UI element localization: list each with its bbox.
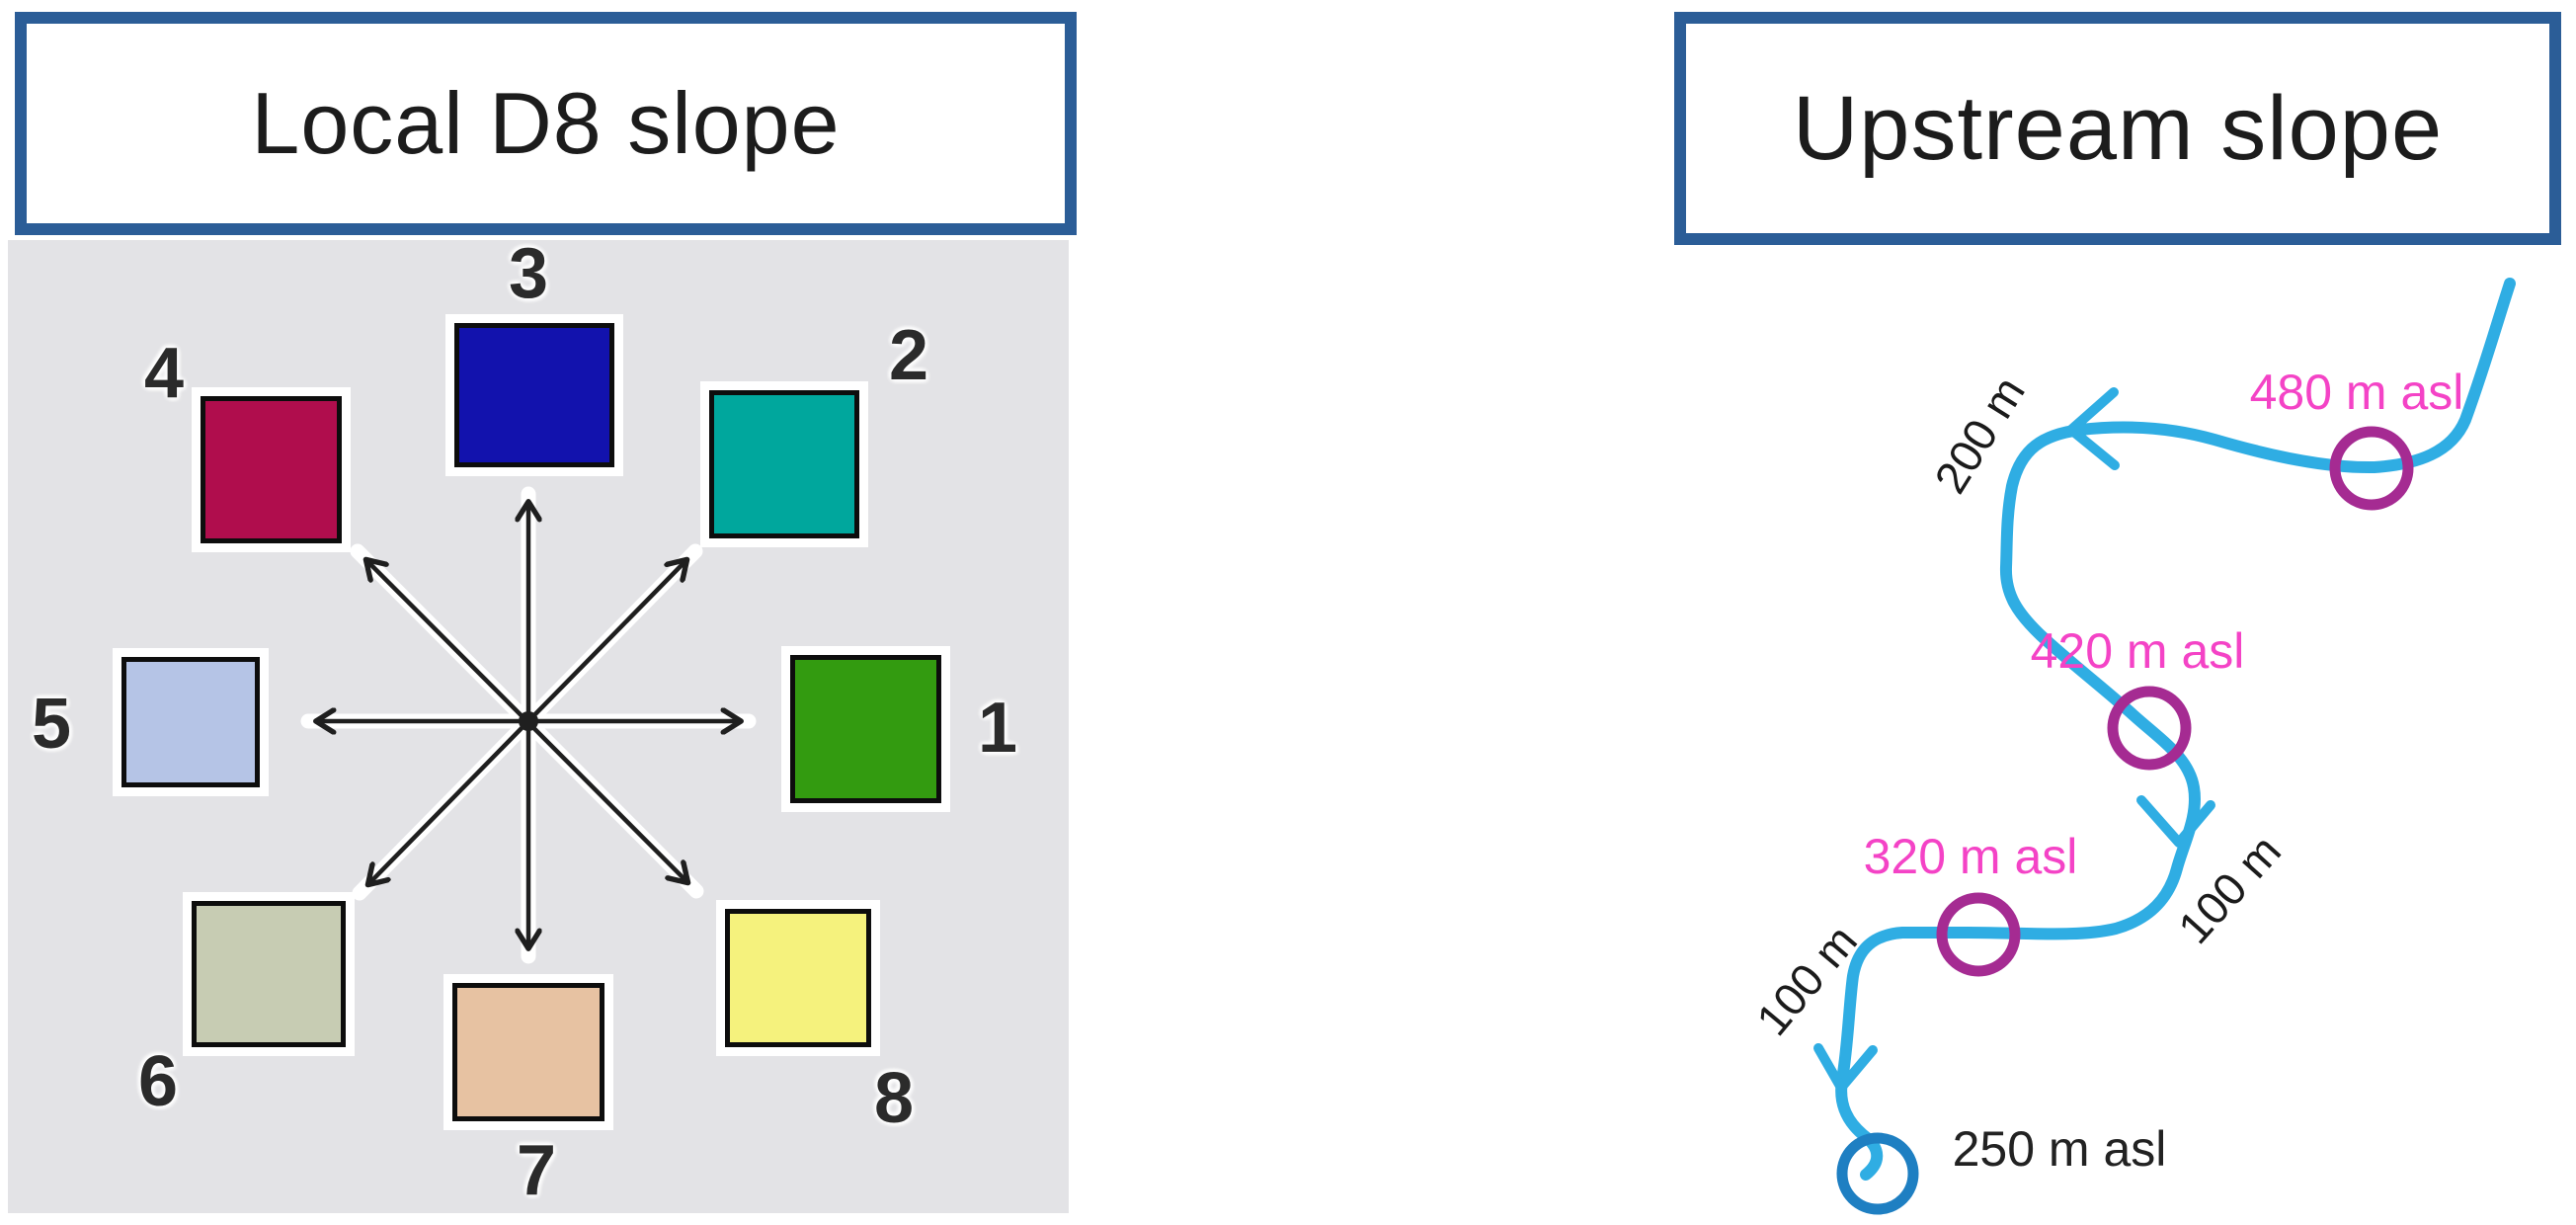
d8-cell-1	[790, 655, 941, 803]
waypoint-circle-480	[2329, 426, 2414, 511]
d8-cell-1-number: 1	[977, 689, 1018, 768]
flow-direction-arrowheads	[1813, 387, 2215, 1093]
elevation-label-320: 320 m asl	[1863, 829, 2078, 884]
local-d8-slope-title: Local D8 slope	[251, 74, 841, 172]
flow-arrowhead-lower	[1813, 1043, 1878, 1093]
d8-cell-3-number: 3	[508, 234, 549, 313]
flow-arrowhead-middle	[2136, 795, 2215, 848]
d8-cell-4	[201, 396, 342, 543]
center-dot	[519, 711, 538, 731]
d8-cell-3	[454, 323, 614, 467]
elevation-label-420: 420 m asl	[2030, 623, 2245, 679]
d8-cell-5	[121, 657, 260, 787]
waypoint-circle-420	[2107, 686, 2192, 771]
d8-cell-2-number: 2	[888, 316, 929, 395]
d8-arrows-figure	[300, 486, 757, 964]
flow-arrowhead-upper	[2066, 387, 2120, 470]
elevation-label-250: 250 m asl	[1952, 1121, 2167, 1177]
upstream-slope-title: Upstream slope	[1792, 77, 2444, 179]
d8-cell-8	[725, 909, 871, 1047]
upstream-slope-title-box: Upstream slope	[1674, 12, 2561, 245]
local-d8-slope-title-box: Local D8 slope	[15, 12, 1077, 235]
d8-cell-6	[192, 901, 346, 1047]
elevation-label-480: 480 m asl	[2249, 365, 2464, 420]
d8-cell-7-number: 7	[516, 1131, 557, 1210]
d8-cell-7	[452, 983, 604, 1121]
d8-cell-2	[709, 390, 859, 538]
d8-cell-8-number: 8	[873, 1059, 915, 1138]
waypoint-circle-320	[1936, 892, 2021, 977]
d8-cell-5-number: 5	[31, 685, 72, 764]
waypoint-circles	[1936, 426, 2414, 977]
d8-cell-4-number: 4	[143, 334, 185, 413]
river-path	[1835, 278, 2516, 1181]
outlet-circle-250	[1836, 1132, 1919, 1215]
d8-cell-6-number: 6	[137, 1042, 179, 1121]
